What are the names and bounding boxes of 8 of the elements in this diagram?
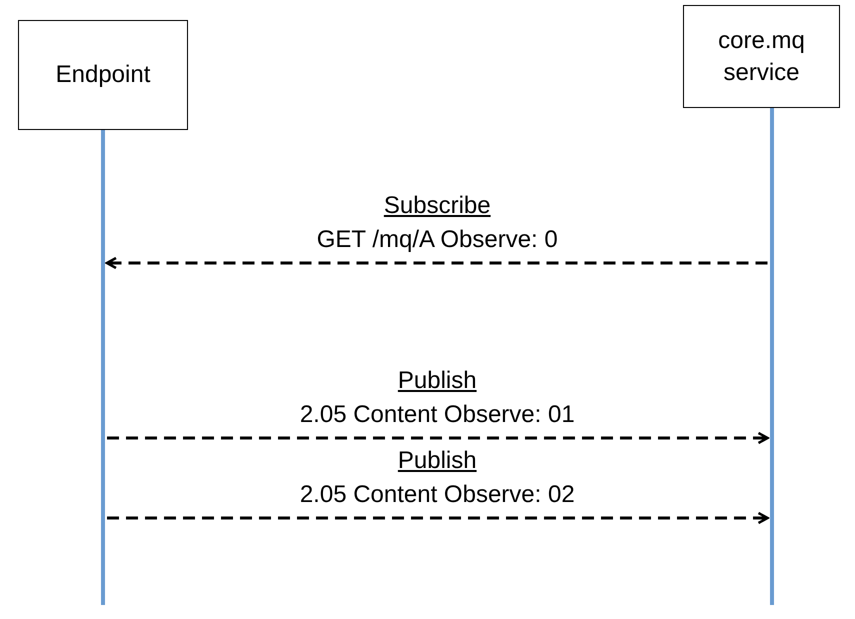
participant-name: core.mq service	[717, 26, 806, 88]
message-arrow	[107, 432, 769, 444]
participant-name: Endpoint	[56, 60, 150, 90]
message-label: Subscribe GET /mq/A Observe: 0	[316, 191, 559, 255]
message-arrow	[106, 256, 768, 270]
message-label: Publish 2.05 Content Observe: 01	[298, 366, 576, 430]
message-label: Publish 2.05 Content Observe: 02	[298, 446, 576, 510]
message-arrow	[107, 512, 769, 524]
